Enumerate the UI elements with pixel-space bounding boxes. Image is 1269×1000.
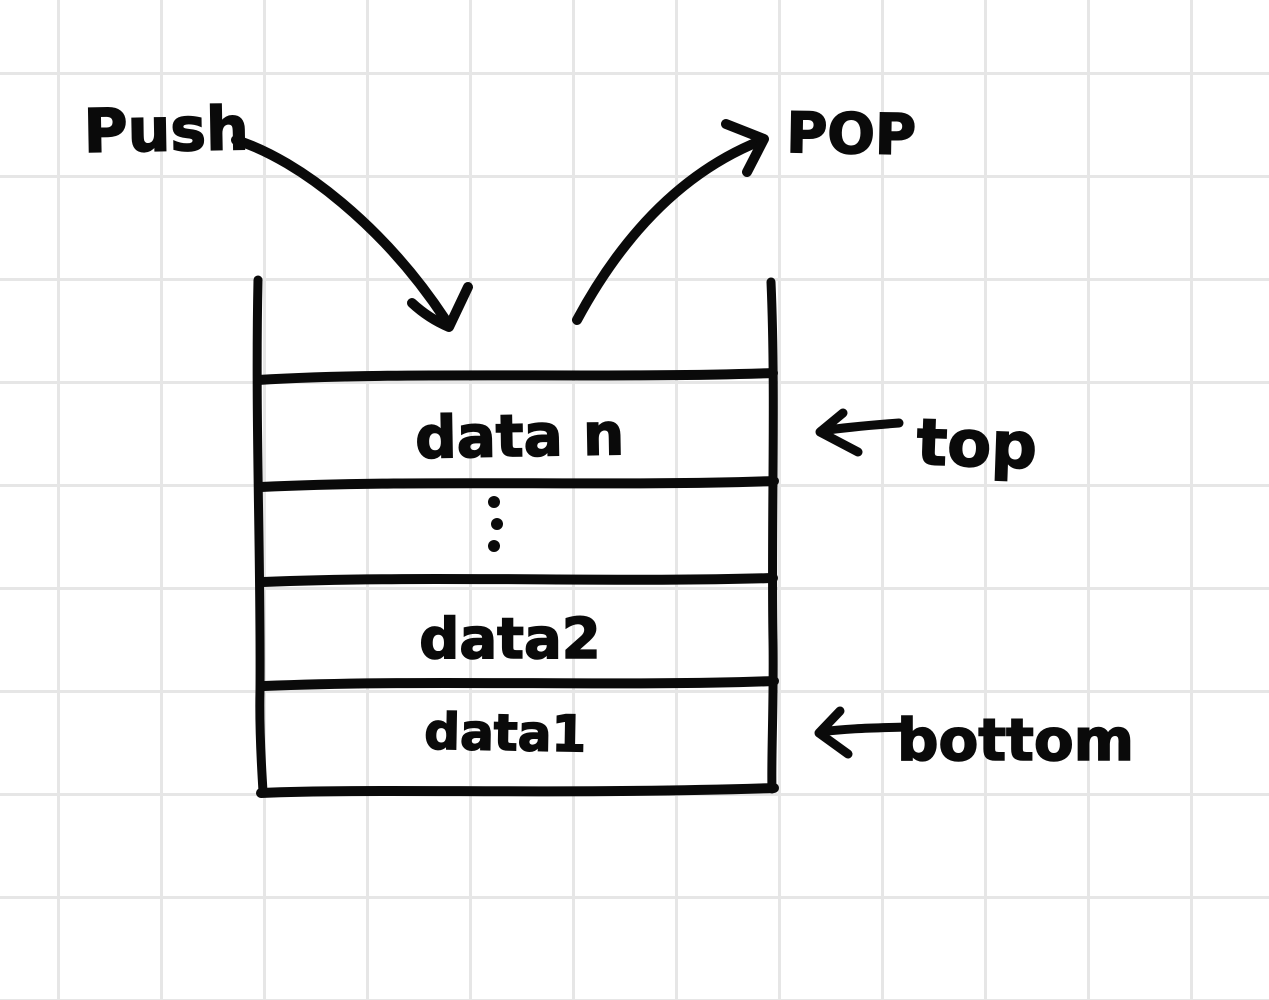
- pop-arrowhead-icon: [721, 119, 769, 177]
- pop-arrow: [572, 119, 769, 325]
- push-arrow-shaft: [231, 135, 450, 324]
- push-arrow: [231, 135, 473, 332]
- push-arrowhead-icon: [407, 282, 473, 332]
- ellipsis-dots: [488, 496, 503, 552]
- stack-bottom-line: [256, 783, 779, 798]
- stack-divider-top: [253, 368, 778, 385]
- stack-divider-2: [256, 476, 779, 492]
- cell-label-data-n: data n: [415, 400, 625, 472]
- cell-label-data1: data1: [424, 703, 587, 764]
- stack-right-wall: [766, 277, 778, 794]
- bottom-pointer-arrow-icon: [814, 706, 911, 759]
- stack-divider-3: [258, 573, 778, 587]
- stack-left-wall: [252, 275, 268, 797]
- top-pointer-arrow-icon: [815, 408, 904, 457]
- pop-label: POP: [786, 101, 917, 168]
- cell-label-data2: data2: [419, 607, 600, 672]
- stack-container: [252, 275, 779, 798]
- push-label: Push: [83, 94, 249, 167]
- top-pointer-label: top: [915, 406, 1038, 484]
- stack-divider-4: [259, 676, 779, 691]
- pop-arrow-shaft: [572, 136, 765, 325]
- bottom-pointer-label: bottom: [897, 706, 1134, 774]
